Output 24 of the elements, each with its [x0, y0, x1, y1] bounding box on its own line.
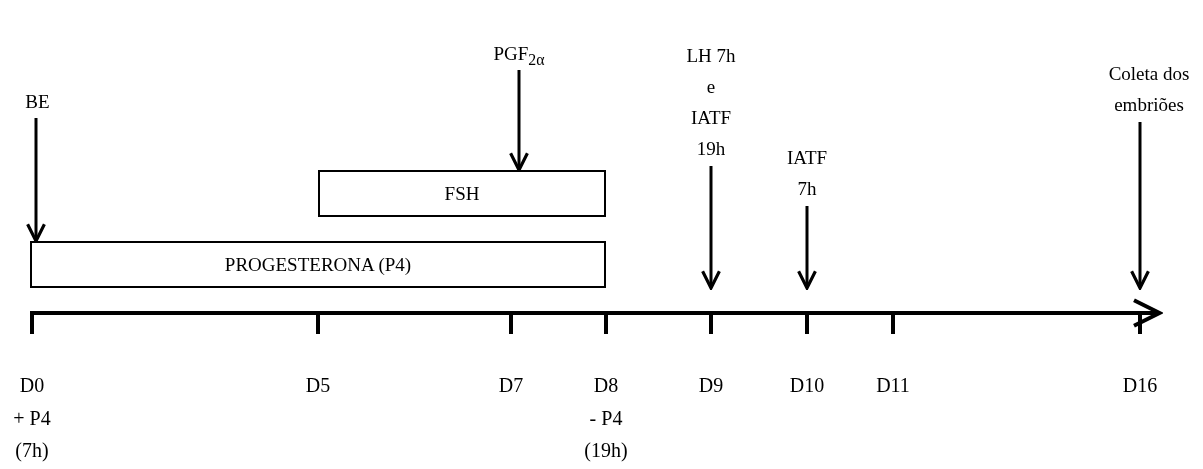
day-label: D10 — [788, 373, 826, 397]
event-label: Coleta dos embriões — [1090, 58, 1203, 120]
day-label: D11 — [875, 373, 911, 397]
day-label: D0 — [18, 373, 46, 397]
note-label: - P4 — [588, 406, 624, 430]
day-label: D9 — [697, 373, 725, 397]
event-label: LH 7h e IATF 19h — [686, 40, 736, 164]
arrow — [701, 166, 721, 290]
arrow — [26, 118, 46, 243]
day-label: D7 — [497, 373, 525, 397]
note-label: + P4 — [12, 406, 52, 430]
day-label: D5 — [304, 373, 332, 397]
treatment-bar: FSH — [318, 170, 606, 217]
day-label: D16 — [1121, 373, 1159, 397]
event-label: PGF$_{2α}$ — [479, 38, 559, 68]
day-label: D8 — [592, 373, 620, 397]
treatment-bar: PROGESTERONA (P4) — [30, 241, 606, 288]
arrow — [797, 206, 817, 290]
arrow — [1130, 122, 1150, 290]
event-label: IATF 7h — [782, 142, 832, 204]
arrow — [509, 70, 529, 172]
note-label: (19h) — [583, 438, 629, 462]
note-label: (7h) — [14, 438, 50, 462]
event-label: BE — [15, 86, 60, 116]
